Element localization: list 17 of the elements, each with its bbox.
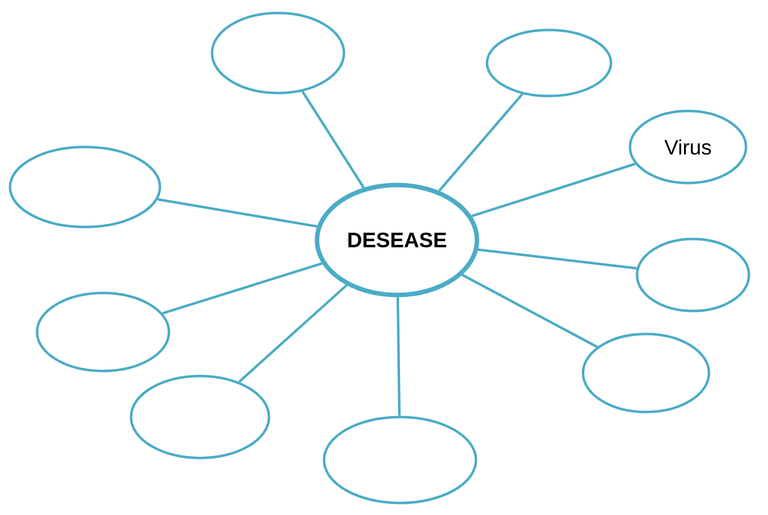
branch-ellipse [8, 146, 162, 228]
branch-ellipse [322, 416, 478, 504]
connector-line [396, 297, 401, 416]
connector-line [238, 284, 348, 383]
connector-line [162, 262, 322, 315]
branch-ellipse [582, 332, 710, 414]
branch-ellipse [36, 292, 170, 372]
connector-line [478, 248, 637, 270]
branch-ellipse [130, 374, 270, 460]
branch-ellipse [636, 238, 750, 312]
branch-ellipse [210, 12, 346, 94]
connector-line [438, 93, 524, 192]
connector-line [471, 162, 636, 218]
connector-line [462, 274, 598, 348]
connector-line [301, 90, 365, 188]
connector-line [158, 198, 318, 228]
branch-ellipse [486, 28, 612, 98]
